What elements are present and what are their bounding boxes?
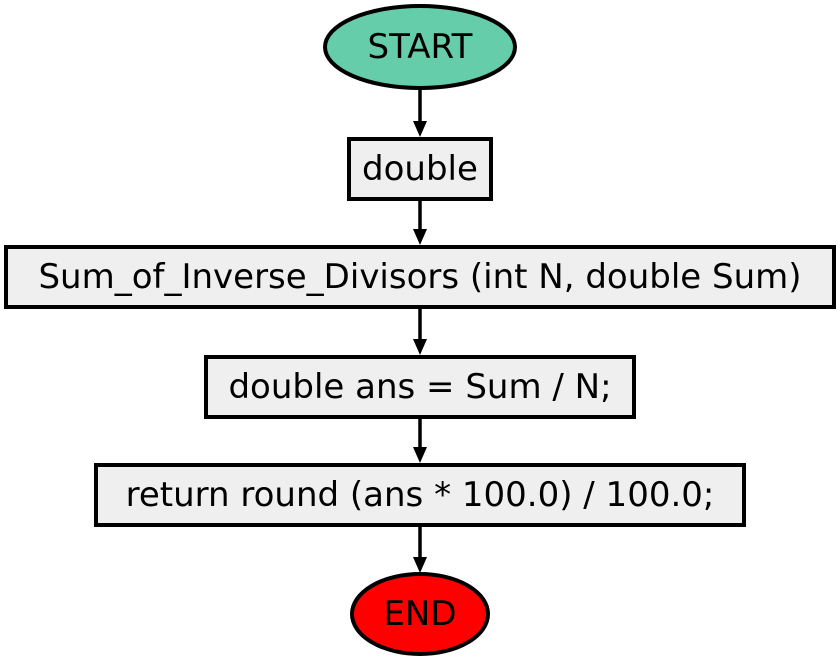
return-stmt-label: return round (ans * 100.0) / 100.0; — [126, 475, 715, 515]
end-node: END — [350, 572, 490, 656]
return-type-box — [347, 137, 493, 201]
edge-return-type-to-signature — [413, 199, 427, 245]
end-oval — [350, 572, 490, 656]
signature-label: Sum_of_Inverse_Divisors (int N, double S… — [38, 257, 801, 297]
return-stmt-node: return round (ans * 100.0) / 100.0; — [94, 463, 746, 527]
start-oval — [323, 4, 517, 90]
edge-return-stmt-to-end — [413, 525, 427, 573]
start-node: START — [323, 4, 517, 90]
assign-node: double ans = Sum / N; — [204, 355, 636, 419]
assign-box — [204, 355, 636, 419]
assign-label: double ans = Sum / N; — [228, 367, 611, 407]
signature-box — [4, 245, 836, 309]
start-label: START — [368, 27, 473, 67]
signature-node: Sum_of_Inverse_Divisors (int N, double S… — [4, 245, 836, 309]
end-label: END — [383, 594, 456, 634]
edge-assign-to-return-stmt — [413, 417, 427, 463]
return-stmt-box — [94, 463, 746, 527]
edge-start-to-return-type — [413, 88, 427, 137]
edge-signature-to-assign — [413, 307, 427, 355]
return-type-node: double — [347, 137, 493, 201]
return-type-label: double — [362, 149, 478, 189]
